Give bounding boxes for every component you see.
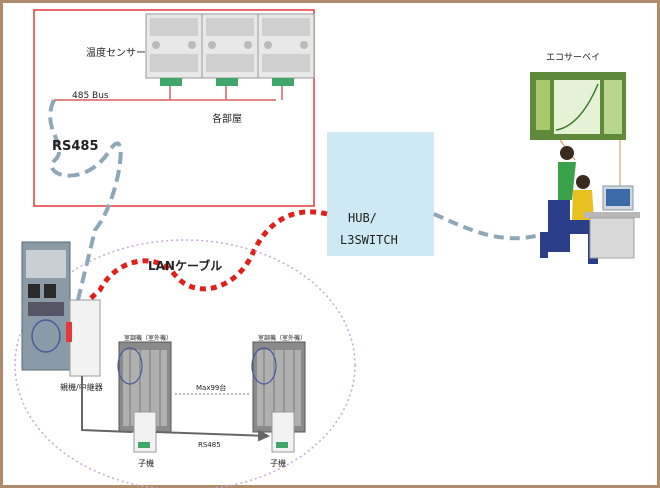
rs485-cable (48, 99, 123, 301)
bus-485-line (54, 86, 283, 101)
rs485-link-child-child (155, 429, 270, 442)
hub-l3switch: HUB/ L3SWITCH (327, 132, 434, 256)
max-units-label: Max99台 (196, 383, 226, 392)
temperature-sensor-3 (257, 13, 315, 86)
child-unit-left (133, 411, 157, 453)
bus-485-label: 485 Bus (72, 91, 109, 101)
rooms-label: 各部屋 (212, 112, 242, 125)
temp-sensor-label: 温度センサー (86, 46, 146, 59)
lan-cable-label: LANケーブル (148, 258, 222, 273)
hub-label-line1: HUB/ (348, 211, 377, 225)
temperature-sensor-2 (201, 13, 259, 86)
child-unit-right (271, 411, 295, 453)
eco-surveyor-label: エコサーベイ (546, 52, 600, 63)
hub-label-line2: L3SWITCH (340, 233, 398, 247)
site-boundary-circle (14, 239, 356, 488)
control-panel (21, 241, 101, 377)
hub-to-pc-cable (433, 212, 541, 241)
eco-surveyor-screen (530, 72, 626, 140)
operators-at-computer (540, 146, 640, 264)
ac-left-label: 室調機（室外機） (124, 334, 172, 342)
rs485-label: RS485 (52, 139, 99, 154)
lan-cable (80, 209, 328, 308)
temperature-sensor-1 (145, 13, 203, 86)
ac-right-label: 室調機（室外機） (258, 334, 306, 342)
ac-unit-left (117, 341, 172, 433)
child-left-label: 子機 (138, 458, 154, 468)
rs485-link-parent-child (81, 376, 133, 433)
rs485-bottom-label: RS485 (198, 441, 221, 449)
child-right-label: 子機 (270, 458, 286, 468)
